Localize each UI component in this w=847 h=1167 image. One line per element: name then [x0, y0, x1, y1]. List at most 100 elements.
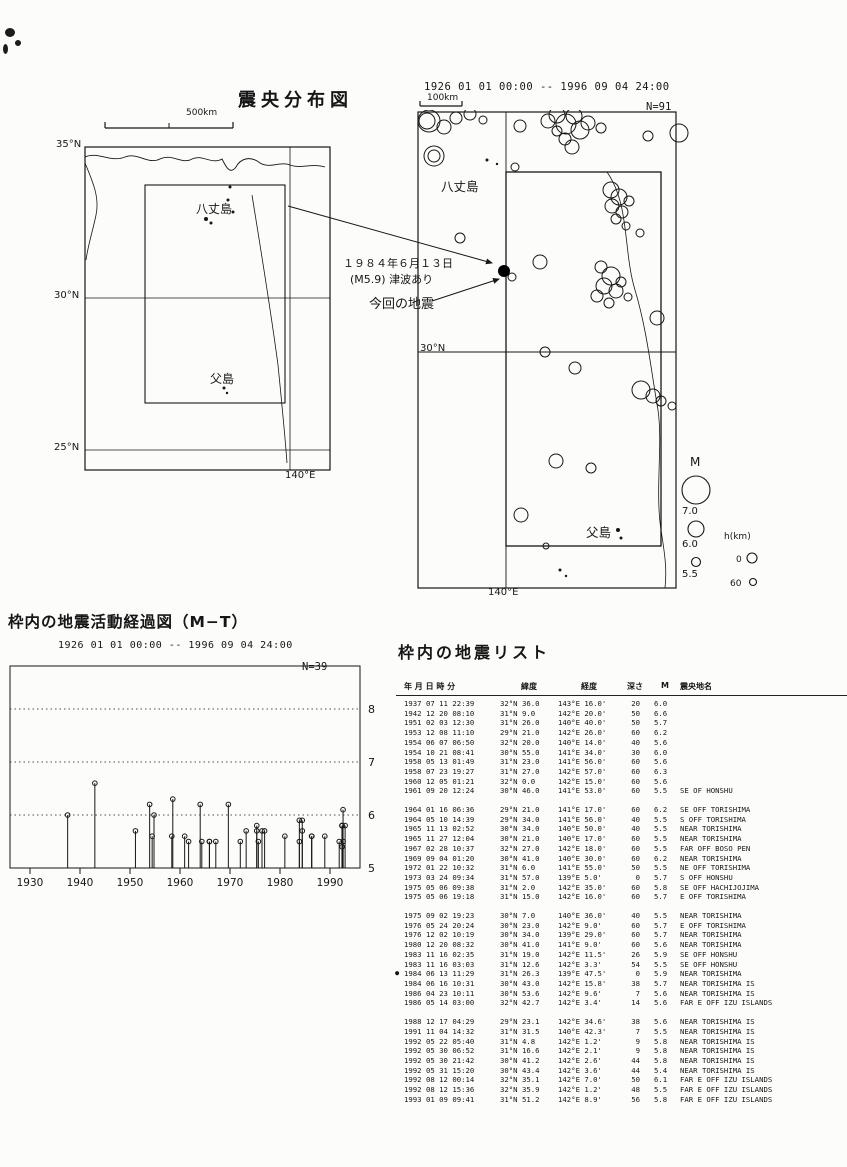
quake-depth: 60 [631, 920, 640, 930]
quake-datetime: 1992 05 30 06:52 [404, 1046, 475, 1056]
quake-datetime: 1984 06 16 10:31 [404, 978, 475, 988]
quake-latitude: 32°N 0.0 [500, 776, 536, 786]
quake-depth: 9 [635, 1046, 640, 1056]
quake-depth: 60 [631, 930, 640, 940]
epicenter-circle [610, 213, 622, 225]
quake-longitude: 141°E 56.0' [558, 814, 607, 824]
quake-longitude: 140°E 17.0' [558, 834, 607, 844]
island-dots [204, 185, 235, 395]
mt-event-marker [185, 838, 192, 845]
quake-latitude: 30°N 34.0 [500, 930, 540, 940]
mt-event-marker [170, 796, 176, 802]
quake-datetime: 1993 01 09 09:41 [404, 1094, 475, 1104]
quake-magnitude: 5.7 [654, 930, 668, 940]
quake-latitude: 32°N 27.0 [500, 843, 540, 853]
mt-xtick-label: 1980 [267, 877, 294, 889]
epicenter-circle [454, 232, 466, 244]
quake-longitude: 140°E 14.0' [558, 737, 607, 747]
quake-magnitude: 5.6 [654, 998, 668, 1008]
quake-depth: 26 [631, 949, 640, 959]
quake-region: NEAR TORISHIMA [680, 834, 742, 844]
epicenter-circle [604, 198, 620, 214]
mt-event-marker [339, 822, 345, 829]
quake-longitude: 141°E 55.0' [558, 863, 607, 873]
quake-region [680, 718, 847, 728]
quake-datetime: 1951 02 03 12:30 [404, 718, 475, 728]
epicenter-circles [417, 110, 689, 550]
quake-longitude: 140°E 42.3' [558, 1026, 607, 1036]
quake-datetime: 1983 11 16 02:35 [404, 949, 475, 959]
epicenter-circle [507, 272, 517, 282]
epicenter-circle [623, 195, 635, 207]
quake-magnitude: 5.8 [654, 882, 668, 892]
quake-region: NEAR TORISHIMA [680, 930, 742, 940]
quake-datetime: 1992 05 22 05:40 [404, 1036, 475, 1046]
quake-magnitude: 5.9 [654, 969, 668, 979]
quake-longitude: 142°E 18.0' [558, 843, 607, 853]
epicenter-circle [608, 283, 624, 299]
epicenter-circle [478, 115, 488, 125]
quake-datetime: 1954 10 21 08:41 [404, 747, 475, 757]
quake-depth: 50 [631, 863, 640, 873]
leader-arrow [287, 205, 493, 265]
quake-region: SE OFF HONSHU [680, 949, 738, 959]
quake-longitude: 142°E 2.6' [558, 1055, 602, 1065]
epicenter-circle [427, 149, 441, 163]
quake-longitude: 142°E 11.5' [558, 949, 607, 959]
mt-event-marker [342, 822, 348, 829]
header-longitude: 経度 [581, 682, 597, 691]
mt-event-marker [206, 838, 213, 845]
quake-longitude: 141°E 17.0' [558, 805, 607, 815]
mt-xtick-label: 1990 [317, 877, 344, 889]
header-region: 震央地名 [680, 682, 712, 691]
quake-region: NEAR TORISHIMA IS [680, 1017, 755, 1027]
quake-datetime: 1964 05 10 14:39 [404, 814, 475, 824]
quake-region: NEAR TORISHIMA IS [680, 1055, 755, 1065]
quake-datetime: 1975 05 06 09:38 [404, 882, 475, 892]
overview-scale-label: 500km [186, 108, 218, 118]
quake-latitude: 30°N 23.0 [500, 920, 540, 930]
quake-longitude: 142°E 8.9' [558, 1094, 602, 1104]
legend-depth-60-circle [748, 577, 758, 587]
quake-region: E OFF TORISHIMA [680, 892, 746, 902]
group-gap [404, 796, 847, 805]
quake-magnitude: 5.7 [654, 872, 668, 882]
detail-lon-140e: 140°E [488, 587, 519, 598]
quake-depth: 60 [631, 940, 640, 950]
legend-label-7: 7.0 [682, 506, 698, 517]
quake-depth: 56 [631, 1094, 640, 1104]
quake-latitude: 31°N 26.3 [500, 969, 540, 979]
quake-latitude: 31°N 15.0 [500, 892, 540, 902]
quake-latitude: 30°N 43.0 [500, 978, 540, 988]
epicenter-map-title: 震央分布図 [238, 90, 353, 111]
quake-magnitude: 5.6 [654, 737, 668, 747]
quake-region: NEAR TORISHIMA IS [680, 1026, 755, 1036]
mt-event-marker [339, 844, 345, 850]
quake-latitude: 30°N 43.4 [500, 1065, 540, 1075]
quake-datetime: 1976 05 24 20:24 [404, 920, 475, 930]
quake-latitude: 31°N 9.0 [500, 708, 536, 718]
epicenter-circle [594, 260, 608, 274]
mt-event-marker [261, 828, 268, 834]
overview-map-frame [84, 146, 331, 471]
quake-depth: 60 [631, 834, 640, 844]
quake-depth: 50 [631, 708, 640, 718]
quake-longitude: 140°E 40.0' [558, 718, 607, 728]
mt-event-marker [92, 780, 98, 786]
detail-scale-label: 100km [427, 93, 459, 103]
epicenter-circle [539, 346, 551, 358]
quake-depth: 48 [631, 1085, 640, 1095]
quake-longitude: 142°E 3.3' [558, 959, 602, 969]
quake-datetime: 1992 08 12 00:14 [404, 1075, 475, 1085]
mt-xtick-label: 1940 [67, 877, 94, 889]
mt-event-marker [132, 828, 139, 834]
